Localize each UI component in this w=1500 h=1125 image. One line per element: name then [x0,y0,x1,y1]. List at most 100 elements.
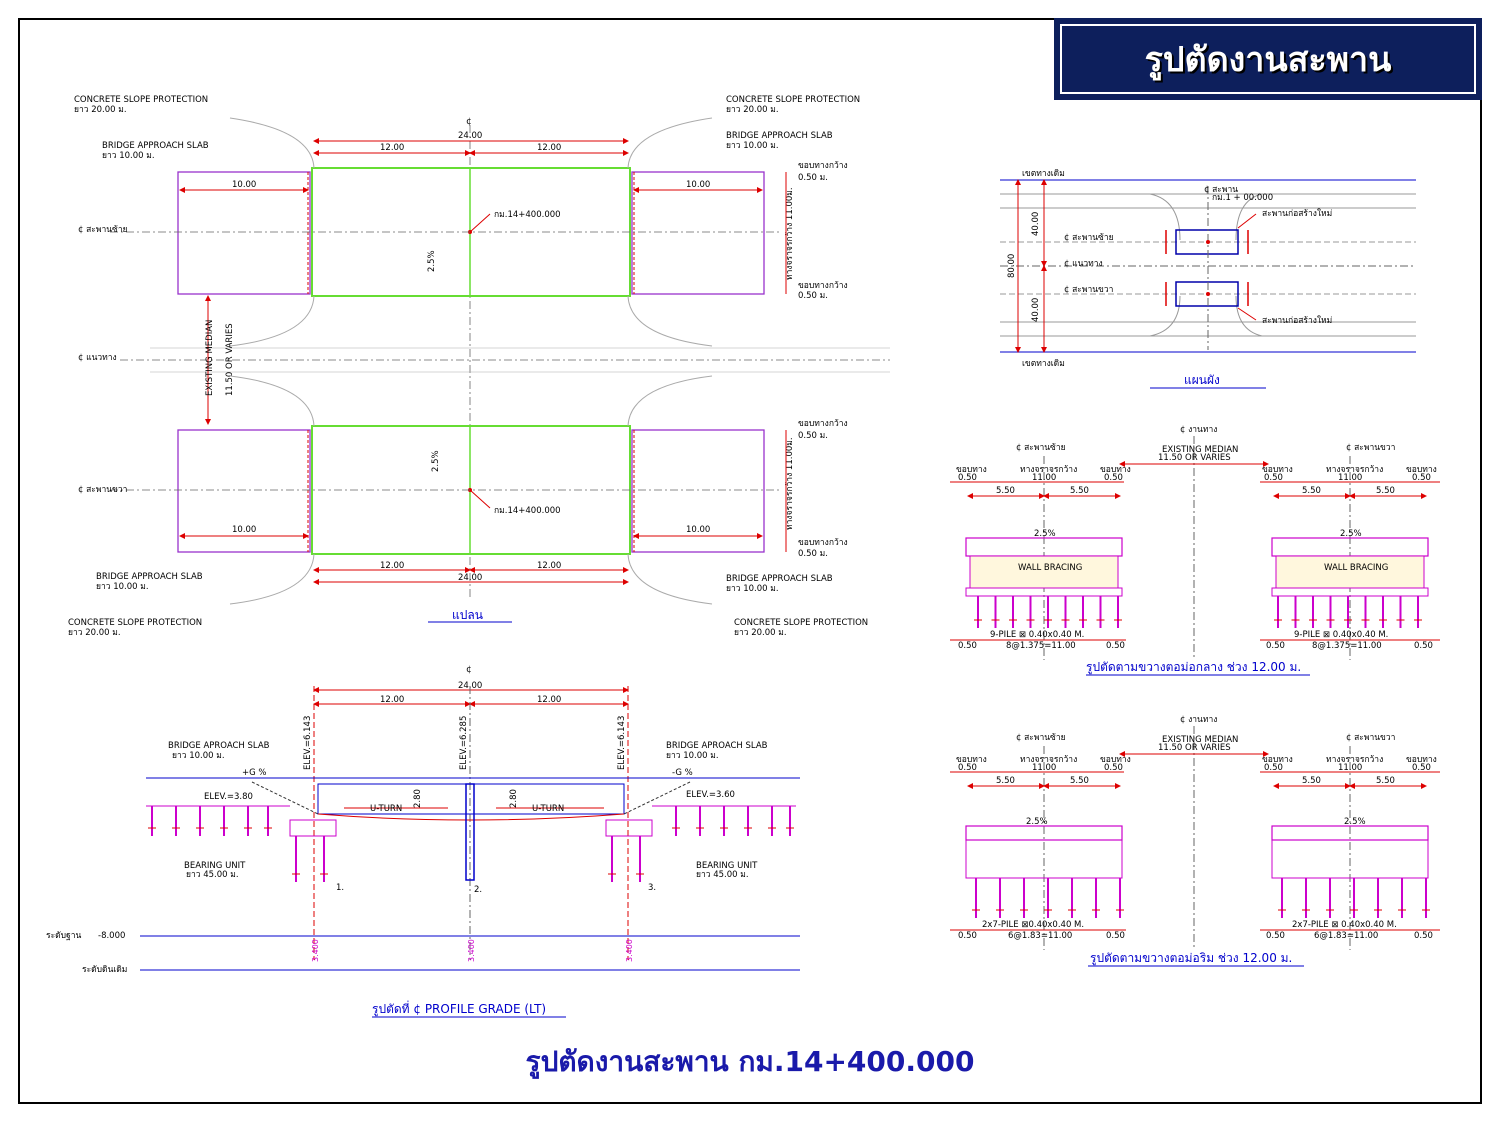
profile-grade-right: -G % [672,768,693,778]
mid-slope-r: 2.5% [1340,529,1362,539]
mid-lane-w-r: 11.00 [1338,473,1362,483]
end-slope-r: 2.5% [1344,817,1366,827]
plan-csp-br: CONCRETE SLOPE PROTECTION [734,618,868,628]
profile-section: ¢ 24.00 12.00 12.00 ELEV.=6.143 ELEV.=6.… [46,665,800,1018]
mid-edge-l1: 0.50 [958,641,977,651]
plan-cl-alignment: ¢ แนวทาง [78,353,117,363]
plan-cl-right-bridge: ¢ สะพานขวา [78,485,127,495]
mid-half-r1: 5.50 [1302,486,1321,496]
profile-caption: รูปตัดที่ ¢ PROFILE GRADE (LT) [372,1000,546,1017]
mid-half-l2: 5.50 [1070,486,1089,496]
plan-span-left: 12.00 [380,143,404,153]
plan-road-width-upper: ทางจราจรกว้าง 11.00ม. [784,187,795,280]
mid-shoulder-l2: ขอบทาง [1100,465,1131,475]
plan-bas-tr-len: ยาว 10.00 ม. [726,141,779,151]
plan-slope-upper: 2.5% [427,250,437,272]
profile-elev-low-left: ELEV.=3.80 [204,792,253,802]
plan-shoulder-w-4: 0.50 ม. [798,549,828,559]
mid-pile-spacing-l: 8@1.375=11.00 [1006,641,1076,651]
layout-new-bridge-bottom: สะพานก่อสร้างใหม่ [1262,315,1332,326]
end-caption: รูปตัดตามขวางตอม่อริม ช่วง 12.00 ม. [1090,951,1292,966]
plan-median: EXISTING MEDIAN [205,320,215,396]
plan-csp-tl-len: ยาว 20.00 ม. [74,105,127,115]
mid-edge-r1: 0.50 [1266,641,1285,651]
plan-bas-tl: BRIDGE APPROACH SLAB [102,141,209,151]
mid-cl-road: ¢ งานทาง [1180,425,1217,435]
plan-bas-tl-len: ยาว 10.00 ม. [102,151,155,161]
end-edge-r2: 0.50 [1414,931,1433,941]
profile-span-right: 12.00 [537,695,561,705]
mid-caption: รูปตัดตามขวางตอม่อกลาง ช่วง 12.00 ม. [1086,660,1301,675]
mid-cl-left: ¢ สะพานซ้าย [1016,442,1066,453]
layout-caption: แผนผัง [1184,373,1220,387]
plan-bas-bl-len: ยาว 10.00 ม. [96,582,149,592]
profile-uturn-right: U-TURN [532,804,564,814]
profile-elev-left: ELEV.=6.143 [303,716,313,770]
end-pier-section: ¢ งานทาง EXISTING MEDIAN 11.50 OR VARIES… [950,715,1440,967]
mid-half-l1: 5.50 [996,486,1015,496]
mid-bracing-l: WALL BRACING [1018,563,1082,573]
plan-approach-left: 10.00 [232,180,256,190]
mid-bracing-r: WALL BRACING [1324,563,1388,573]
layout-station: กม.1 + 00.000 [1212,193,1273,203]
plan-shoulder-w-1: 0.50 ม. [798,173,828,183]
plan-csp-tr-len: ยาว 20.00 ม. [726,105,779,115]
end-cl-left: ¢ สะพานซ้าย [1016,732,1066,743]
profile-bearing-left-len: ยาว 45.00 ม. [186,870,239,880]
plan-caption: แปลน [452,608,483,622]
mid-shoulder-w-l2: 0.50 [1104,473,1123,483]
end-edge-l1: 0.50 [958,931,977,941]
plan-road-width-lower: ทางจราจรกว้าง 11.00ม. [784,437,795,530]
layout-dim-total: 80.00 [1007,254,1017,278]
layout-dim-half-top: 40.00 [1031,212,1041,236]
profile-grid-2: 3.400 [467,939,476,962]
profile-datum: ระดับฐาน [46,931,82,941]
profile-pier-2: 2. [474,885,482,895]
plan-bas-br-len: ยาว 10.00 ม. [726,584,779,594]
plan-shoulder-3: ขอบทางกว้าง [798,418,848,429]
plan-approach-lower-right: 10.00 [686,525,710,535]
plan-span-total: 24.00 [458,131,482,141]
profile-elev-low-right: ELEV.=3.60 [686,790,735,800]
mid-pier-piles [974,596,1422,628]
end-shoulder-l2: ขอบทาง [1100,755,1131,765]
end-shoulder-w-l1: 0.50 [958,763,977,773]
mid-median-width: 11.50 OR VARIES [1158,453,1231,463]
profile-bas-left-len: ยาว 10.00 ม. [172,751,225,761]
end-pile-l: 2x7-PILE ⊠0.40x0.40 M. [982,920,1084,930]
end-half-l1: 5.50 [996,776,1015,786]
profile-grid-1: 3.400 [311,939,320,962]
end-shoulder-w-r1: 0.50 [1264,763,1283,773]
end-shoulder-r2: ขอบทาง [1406,755,1437,765]
profile-pier-3: 3. [648,883,656,893]
profile-grid-3: 3.400 [625,939,634,962]
plan-shoulder-w-2: 0.50 ม. [798,291,828,301]
profile-elev-right: ELEV.=6.143 [617,716,627,770]
plan-approach-lower-left: 10.00 [232,525,256,535]
plan-csp-br-len: ยาว 20.00 ม. [734,628,787,638]
profile-bas-left: BRIDGE APROACH SLAB [168,741,270,751]
end-half-r1: 5.50 [1302,776,1321,786]
mid-edge-r2: 0.50 [1414,641,1433,651]
title-inner-border: รูปตัดงานสะพาน [1060,24,1476,94]
bottom-caption: รูปตัดงานสะพาน กม.14+400.000 [525,1045,975,1078]
end-cl-road: ¢ งานทาง [1180,715,1217,725]
plan-span-lower-total: 24.00 [458,573,482,583]
end-cl-right: ¢ สะพานขวา [1346,733,1395,743]
plan-csp-tr: CONCRETE SLOPE PROTECTION [726,95,860,105]
plan-csp-bl-len: ยาว 20.00 ม. [68,628,121,638]
end-shoulder-r1: ขอบทาง [1262,755,1293,765]
profile-datum-val: -8.000 [98,931,125,941]
end-pile-spacing-l: 6@1.83=11.00 [1008,931,1072,941]
plan-shoulder-2: ขอบทางกว้าง [798,280,848,291]
layout-plan-view: เขตทางเดิม เขตทางเดิม ¢ สะพาน กม.1 + 00.… [1000,169,1416,389]
mid-shoulder-l1: ขอบทาง [956,465,987,475]
plan-csp-tl: CONCRETE SLOPE PROTECTION [74,95,208,105]
end-pier-piles [972,878,1430,918]
profile-elev-mid: ELEV.=6.285 [459,716,469,770]
plan-shoulder-w-3: 0.50 ม. [798,431,828,441]
profile-grade-left: +G % [242,768,267,778]
mid-lane-l: ทางจราจรกว้าง [1020,464,1077,475]
plan-station-upper: กม.14+400.000 [494,210,561,220]
mid-shoulder-w-r2: 0.50 [1412,473,1431,483]
